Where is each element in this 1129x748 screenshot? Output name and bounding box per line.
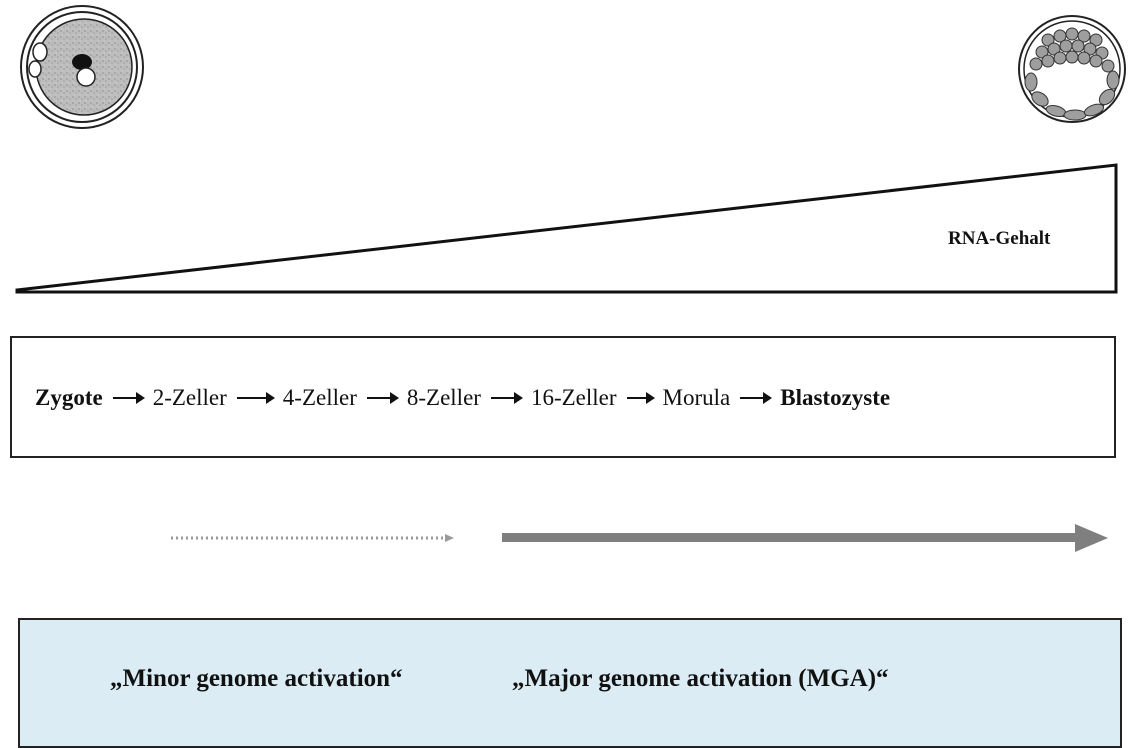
stage-zygote: Zygote [35, 385, 103, 410]
rna-content-label: RNA-Gehalt [948, 228, 1051, 249]
right-arrow-icon [626, 392, 655, 404]
zygote-cell-icon [20, 5, 144, 129]
minor-activation-label: „Minor genome activation“ [110, 665, 403, 692]
stage-morula: Morula [662, 385, 731, 410]
right-arrow-icon [236, 392, 275, 404]
stage-16-cell: 16-Zeller [530, 385, 617, 410]
stage-8-cell: 8-Zeller [406, 385, 481, 410]
right-arrow-icon [112, 392, 145, 404]
major-activation-arrow [502, 524, 1108, 552]
blastocyst-cell-icon [1018, 15, 1126, 123]
developmental-stages-box [10, 336, 1116, 458]
major-activation-label: „Major genome activation (MGA)“ [512, 665, 889, 692]
stage-blastocyst: Blastozyste [780, 385, 891, 410]
stage-4-cell: 4-Zeller [282, 385, 357, 410]
stage-2-cell: 2-Zeller [152, 385, 227, 410]
right-arrow-icon [366, 392, 399, 404]
right-arrow-icon [740, 392, 773, 404]
right-arrow-icon [490, 392, 523, 404]
genome-activation-box [18, 618, 1122, 748]
rna-gradient-wedge [15, 163, 1118, 294]
stage-sequence: Zygote 2-Zeller 4-Zeller 8-Zeller 16-Zel… [35, 381, 890, 415]
minor-activation-arrow [171, 534, 454, 542]
